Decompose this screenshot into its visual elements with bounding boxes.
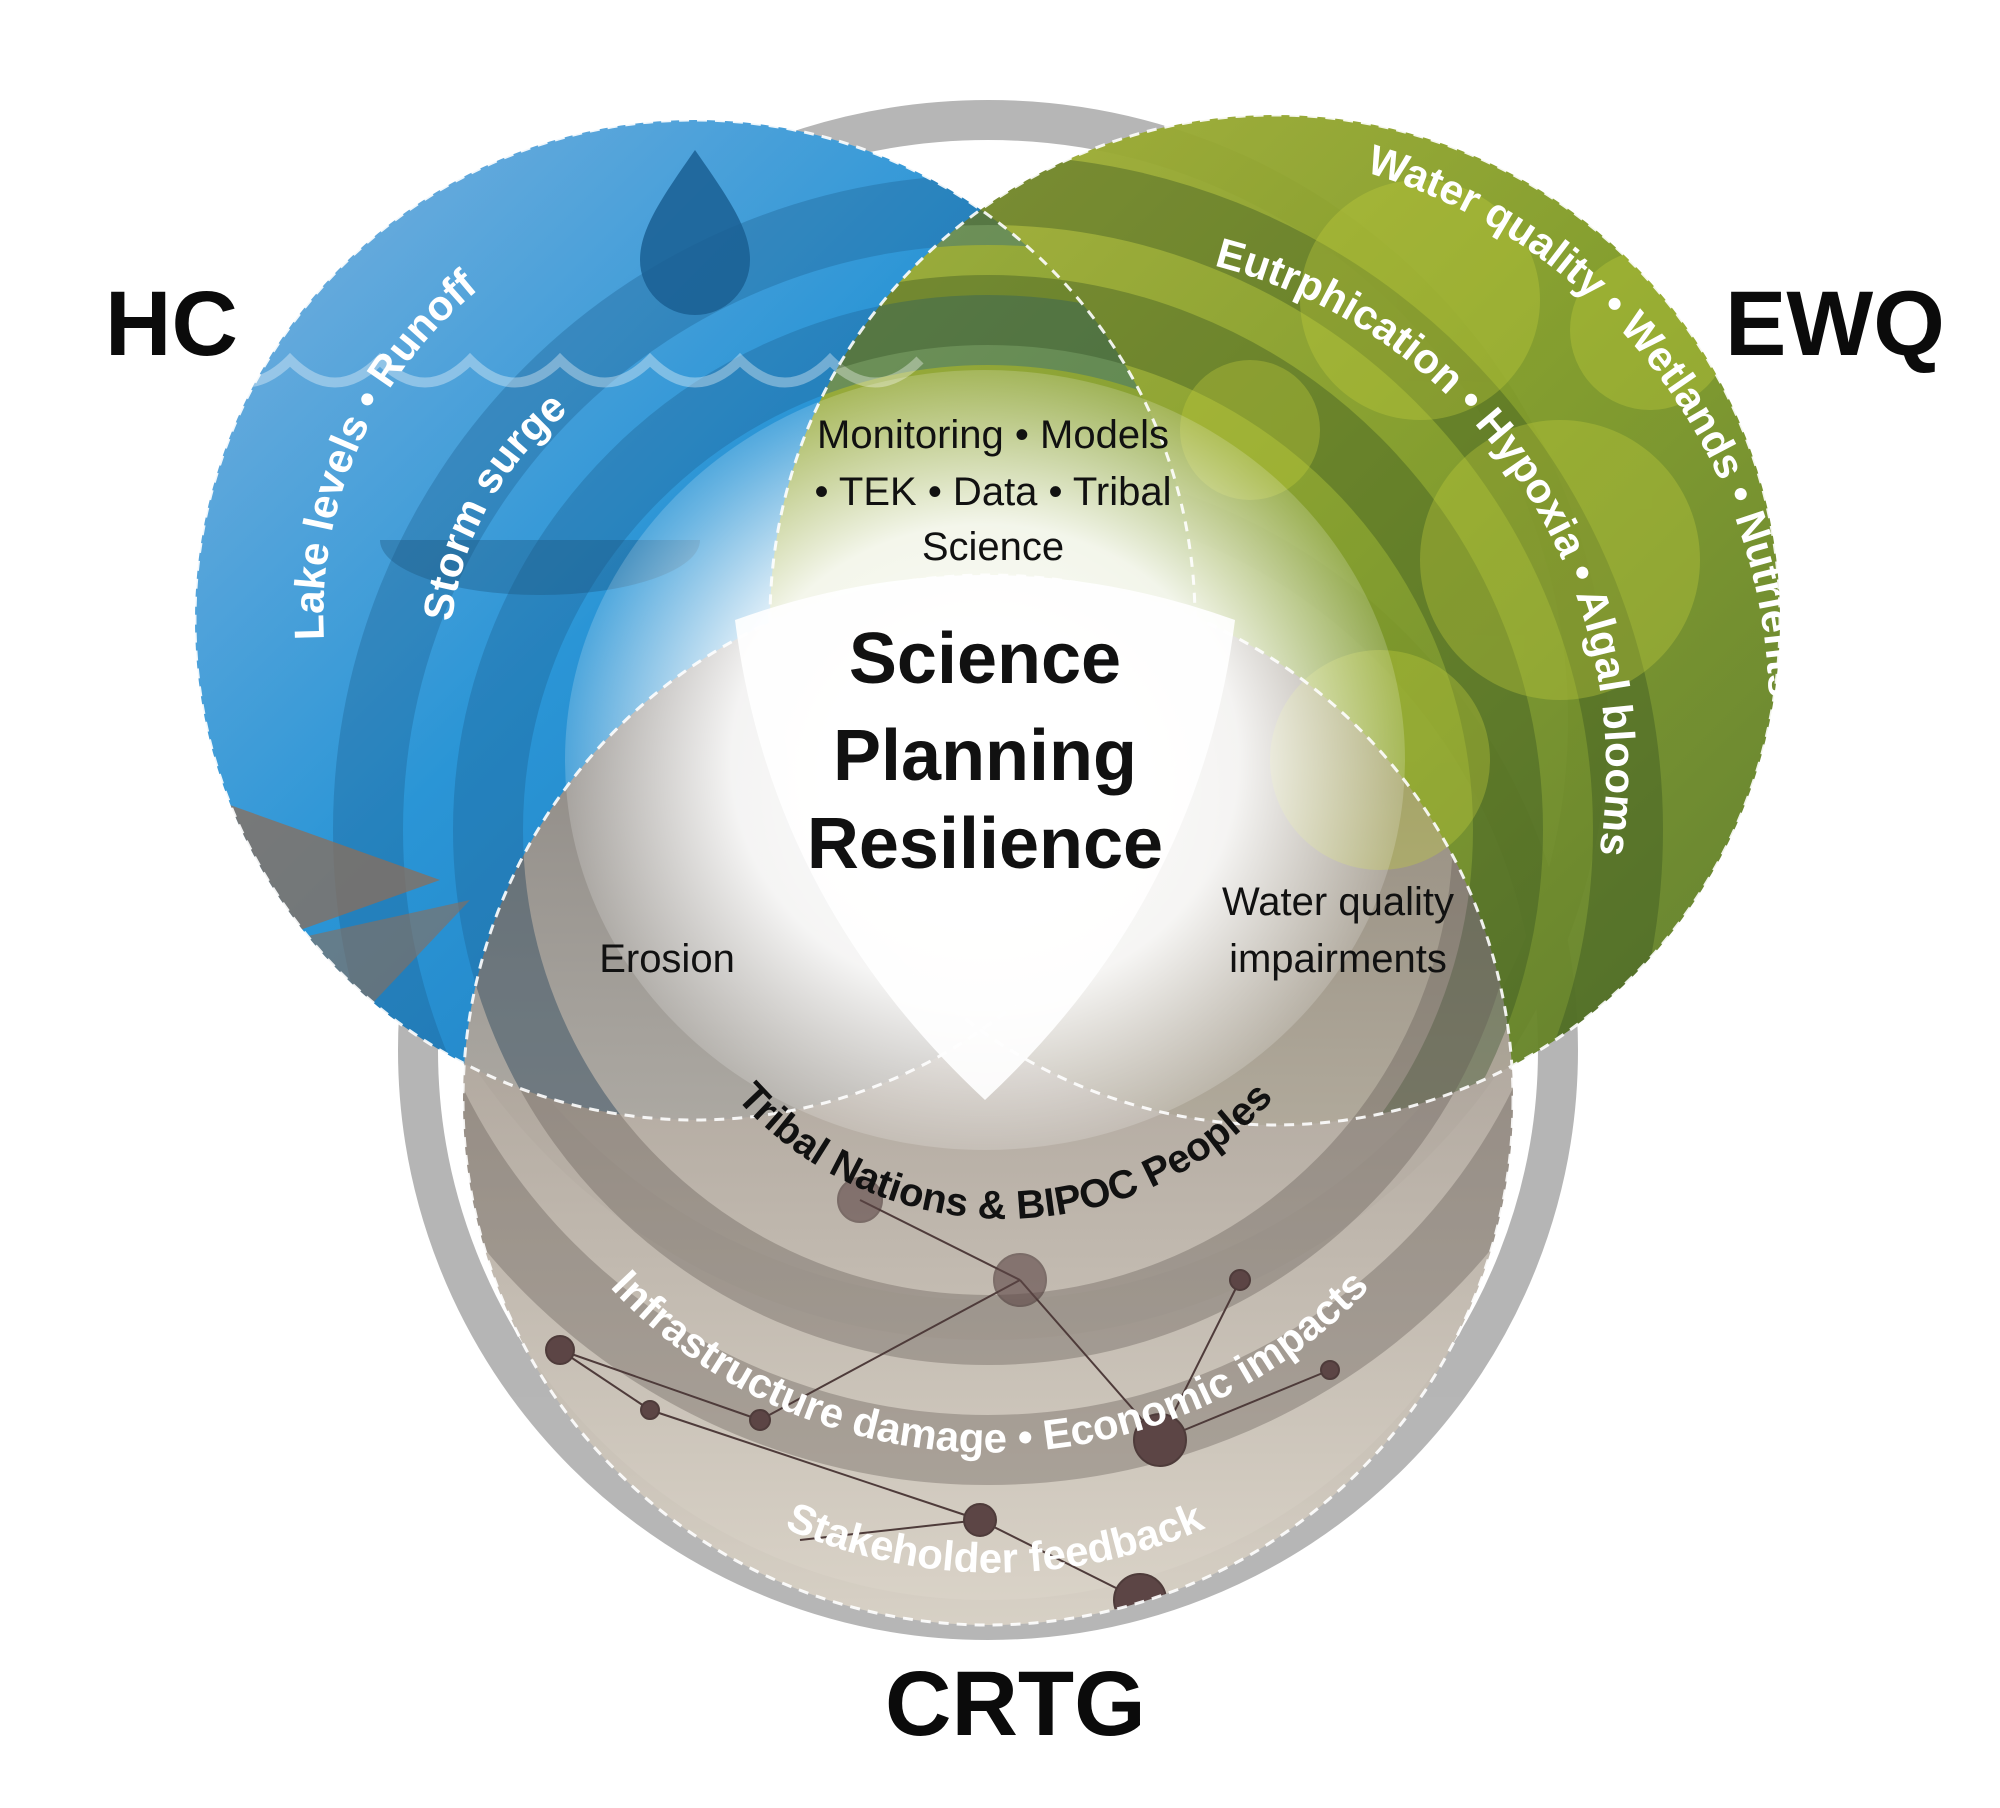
overlap-top-line3: Science	[922, 525, 1064, 569]
center-line-science: Science	[849, 619, 1121, 699]
water-drop-icon	[640, 150, 750, 315]
overlap-right-line2: impairments	[1229, 937, 1447, 981]
crtg-label: CRTG	[885, 1653, 1146, 1755]
network-icon	[545, 1177, 1340, 1625]
center-line-resilience: Resilience	[807, 804, 1163, 884]
center-lens	[735, 575, 1235, 1100]
overlap-left-erosion: Erosion	[599, 937, 735, 981]
overlap-top-line2: • TEK • Data • Tribal	[815, 470, 1172, 514]
ewq-label: EWQ	[1725, 273, 1945, 375]
hc-label: HC	[105, 273, 238, 375]
center-line-planning: Planning	[833, 716, 1137, 796]
overlap-right-line1: Water quality	[1222, 880, 1454, 924]
overlap-top-line1: Monitoring • Models	[817, 413, 1169, 457]
dashed-outlines	[193, 113, 1782, 1627]
